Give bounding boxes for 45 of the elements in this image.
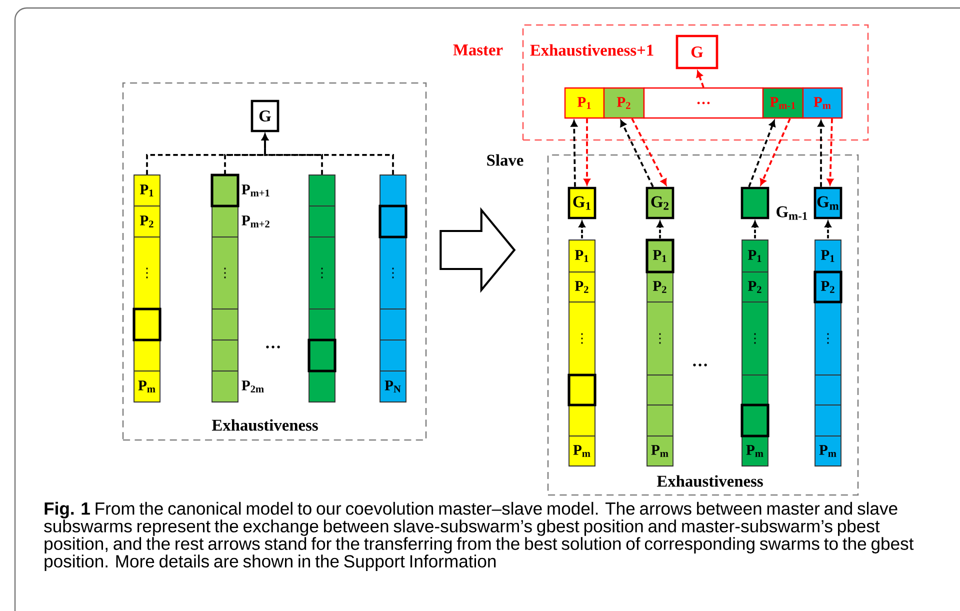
particle-column: P$_{1}$ P$_{2}$ ⋮ P$_{m}$ [568, 240, 596, 466]
arrow [696, 70, 704, 88]
arrow [262, 134, 394, 175]
arrow [584, 118, 590, 186]
arrow [631, 118, 667, 186]
particle-cell: P$_{2}$ [603, 87, 645, 119]
arrow [620, 120, 654, 188]
arrow [760, 118, 791, 186]
best-box: G [250, 100, 280, 132]
particle-cell: P$_{1}$ [564, 87, 605, 119]
particle-column: P$_{1}$ P$_{2}$ ⋮ P$_{m}$ [740, 240, 770, 466]
arrow [570, 120, 578, 187]
ellipsis-label: … [693, 364, 707, 366]
particle-column: P$_{1}$ P$_{2}$ ⋮ P$_{m}$ [646, 238, 674, 466]
particle-label: P$_{2m}$ [242, 380, 264, 392]
particle-column: ⋮ P$_{N}$ [378, 174, 408, 402]
group-label: Master [453, 44, 503, 56]
particle-column: ⋮ [308, 174, 336, 402]
particle-cell: … [643, 87, 764, 119]
particle-column: P$_{1}$ P$_{2}$ ⋮ P$_{m}$ [132, 174, 162, 402]
arrow [748, 120, 776, 188]
arrow [826, 118, 834, 186]
arrow [818, 120, 824, 187]
particle-cell: P$_{m}$ [802, 87, 843, 119]
particle-cell: P$_{m-1}$ [762, 87, 804, 119]
ellipsis-label: … [266, 346, 280, 348]
particle-column: ⋮ [210, 174, 240, 402]
particle-label: P$_{m+2}$ [242, 216, 270, 228]
best-box: G$_{2}$ [646, 186, 674, 220]
arrow [752, 220, 758, 238]
best-box: G$_{m}$ [814, 186, 842, 220]
arrow [824, 220, 832, 238]
particle-column: P$_{1}$ P$_{2}$ ⋮ P$_{m}$ [814, 240, 842, 466]
group-label: Exhaustiveness [656, 475, 763, 487]
best-box: G [676, 34, 718, 70]
best-box: G$_{1}$ [568, 186, 596, 220]
arrow [656, 220, 664, 238]
block-arrow [440, 207, 516, 293]
group-label: Slave [487, 154, 524, 166]
arrow [578, 220, 586, 238]
particle-label: P$_{m+1}$ [242, 184, 270, 196]
caption: Fig. 1 From the canonical model to our coevolution master–slave model. The arrows between master and slave subswarms represent the exchange between slave-subswarm’s gbest position and master-subswarm’s pbest position, and the rest arrows stand for the transferring from the best solution of corresponding swarms to the gbest position. More details are shown in the Support Information [44, 502, 914, 571]
box-label: G$_{m-1}$ [776, 206, 808, 220]
group-label: Exhaustiveness [212, 419, 318, 431]
group-label: Exhaustiveness+1 [530, 44, 654, 56]
